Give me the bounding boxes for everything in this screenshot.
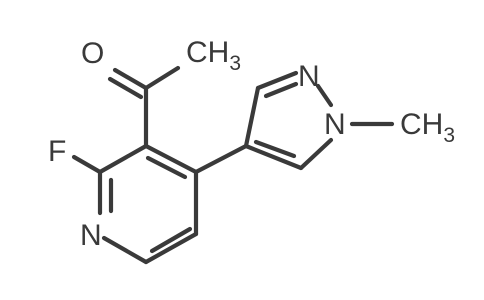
bond-pz-c3-n2 xyxy=(255,70,299,91)
bond-c4-c3-inner xyxy=(145,155,188,180)
bond-pz-c5-c4-inner xyxy=(253,139,297,159)
n-methyl-subscript: 3 xyxy=(443,124,455,147)
bond-pz-n1-c5 xyxy=(298,137,334,171)
bond-pz-c5-c4 xyxy=(243,143,304,171)
acetyl-methyl-subscript: 3 xyxy=(229,52,241,75)
fluorine-label: F xyxy=(48,135,66,168)
bond-carbonyl-ch3 xyxy=(143,65,181,91)
bond-pz-c4-c3 xyxy=(243,85,261,149)
pyrazole-n1-label: N xyxy=(324,108,346,141)
bond-c6-c5 xyxy=(143,231,199,265)
bond-pz-n2-n1 xyxy=(315,83,334,108)
acetyl-methyl-label: CH3 xyxy=(186,36,241,75)
bond-c4-pyrazole xyxy=(193,143,249,175)
bond-c2-f xyxy=(71,154,103,175)
bond-c3-c2 xyxy=(97,143,149,175)
acetyl-methyl-main: CH xyxy=(186,36,229,69)
pyridine-nitrogen-label: N xyxy=(80,219,102,252)
n-methyl-label: CH3 xyxy=(400,108,455,147)
n-methyl-main: CH xyxy=(400,108,443,141)
bond-n1-c6 xyxy=(101,235,149,265)
bond-c4-c3 xyxy=(143,143,199,175)
pyrazole-n2-label: N xyxy=(298,60,320,93)
bond-c6-c5-inner xyxy=(149,226,193,254)
bond-pz-c3-n2-inner xyxy=(263,81,299,99)
bond-carbonyl-o-double xyxy=(107,76,144,100)
bond-carbonyl-o xyxy=(112,67,149,91)
oxygen-label: O xyxy=(81,37,104,70)
